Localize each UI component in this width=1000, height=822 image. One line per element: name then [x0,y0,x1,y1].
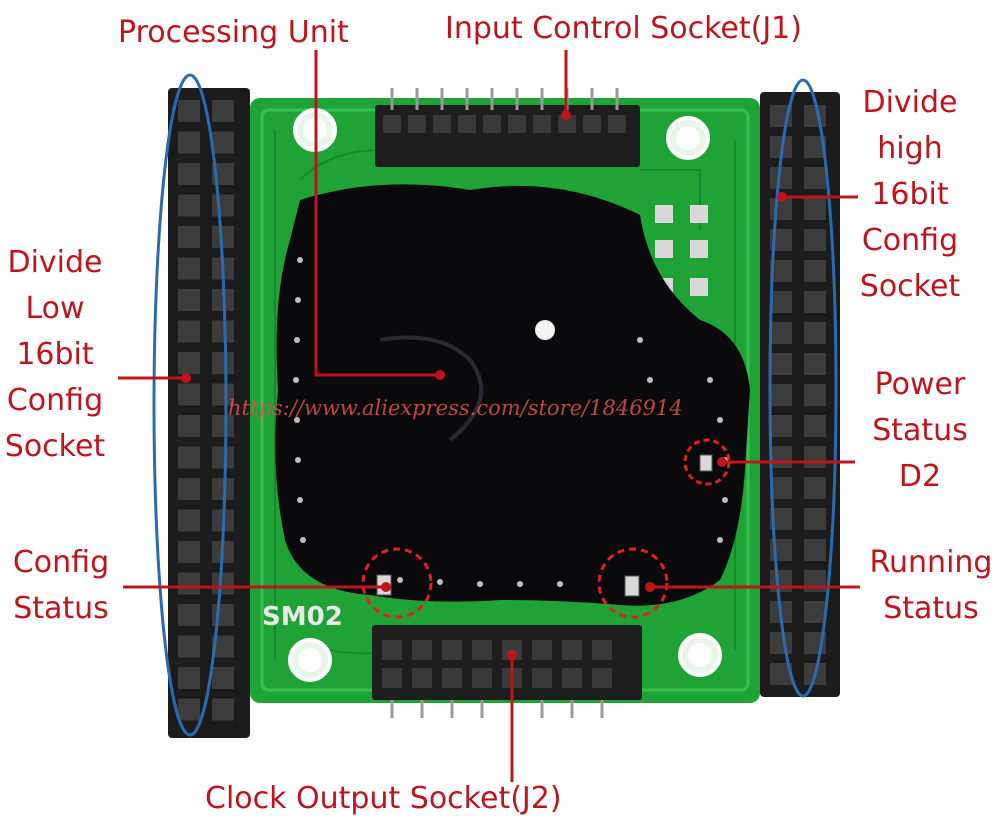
header-pin [178,194,200,217]
running-status-marker [597,547,669,619]
header-pin [804,384,826,406]
header-pin [178,698,200,721]
header-pin [770,167,792,189]
header-pin [178,635,200,658]
left-ellipse-marker [152,73,228,737]
header-pin [804,353,826,375]
header-pin [212,131,234,154]
header-pin [178,320,200,343]
header-pin [178,541,200,563]
header-pin [770,663,792,685]
header-pin [178,226,200,248]
label-running-status: Running Status [869,545,993,626]
header-pin [178,667,200,689]
header-pin [212,698,234,721]
power-status-led [699,454,713,472]
silkscreen-text: SM02 [262,602,343,632]
header-pin [212,226,234,248]
header-pin [212,446,234,469]
header-pin [212,478,234,500]
header-pin [770,632,792,654]
header-pin [178,415,200,437]
header-pin [178,257,200,280]
label-clock-output-socket: Clock Output Socket(J2) [205,781,562,816]
header-pin [212,100,234,122]
label-divide-low-16bit: Divide Low 16bit Config Socket [4,245,106,464]
right-ellipse-marker [768,78,838,698]
header-pin [770,353,792,375]
label-config-status: Config Status [12,545,110,626]
header-pin [804,322,826,344]
header-pin [212,572,234,595]
header-pin [770,384,792,406]
header-pin [178,604,200,626]
low-16bit-config-socket [168,88,250,738]
header-pin [178,572,200,595]
header-pin [770,322,792,344]
header-pin [804,167,826,189]
running-status-led [624,575,640,597]
config-status-marker [361,547,433,619]
header-pin [212,415,234,437]
header-pin [804,136,826,158]
label-input-control-socket: Input Control Socket(J1) [445,11,802,46]
header-pin [770,477,792,499]
processing-unit-chip [275,184,750,606]
chip-leads [293,257,728,587]
header-pin [212,320,234,343]
header-pin [804,508,826,530]
input-control-socket-j1 [375,88,640,167]
header-pin [770,415,792,437]
leader-lines [118,50,860,782]
header-pin [212,194,234,217]
header-pin [178,509,200,532]
header-pin [770,291,792,313]
header-pin [212,635,234,658]
header-pin [178,383,200,406]
header-pin [178,289,200,311]
header-pin [804,415,826,437]
watermark-text: https://www.aliexpress.com/store/1846914 [228,396,683,420]
header-pin [178,163,200,185]
header-pin [804,105,826,127]
header-pin [178,478,200,500]
header-pin [804,260,826,282]
header-pin [178,131,200,154]
header-pin [178,352,200,374]
header-pin [804,446,826,468]
header-pin [770,260,792,282]
header-pin [804,570,826,592]
header-pin [178,446,200,469]
header-pin [804,539,826,561]
leader-dots [181,110,787,660]
header-pin [804,229,826,251]
high-16bit-config-socket [760,92,840,697]
header-pin [212,667,234,689]
header-pin [212,352,234,374]
header-pin [770,446,792,468]
header-pin [770,570,792,592]
header-pin [212,383,234,406]
header-pin [804,291,826,313]
label-power-status: Power Status D2 [872,367,968,494]
header-pin [804,198,826,220]
header-pin [804,477,826,499]
header-pin [178,100,200,122]
label-divide-high-16bit: Divide high 16bit Config Socket [859,85,961,304]
clock-output-socket-j2 [372,625,642,718]
header-pin [770,508,792,530]
label-processing-unit: Processing Unit [118,15,349,50]
header-pin [212,604,234,626]
header-pin [804,601,826,623]
